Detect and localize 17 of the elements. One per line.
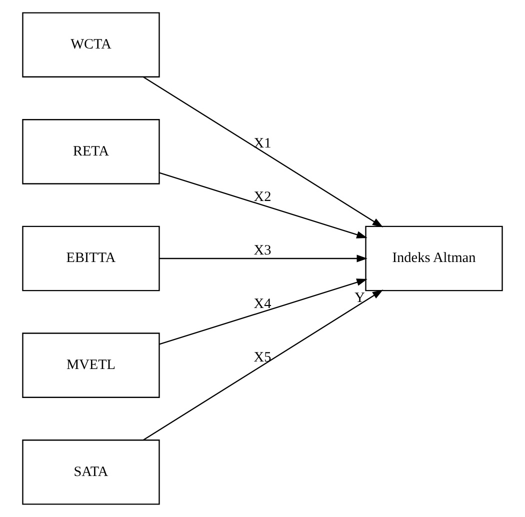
node-box: EBITTA xyxy=(22,226,160,292)
node-box: RETA xyxy=(22,119,160,184)
arrow xyxy=(159,254,368,262)
arrow xyxy=(143,76,384,228)
edge-label: X2 xyxy=(254,189,272,206)
arrow xyxy=(159,172,368,238)
edge-label: X3 xyxy=(254,242,272,258)
arrow xyxy=(159,278,368,345)
arrow xyxy=(143,290,384,440)
node-box: SATA xyxy=(22,440,160,505)
edge-label: X1 xyxy=(254,136,272,152)
edge-label: X5 xyxy=(254,349,272,366)
node-box: WCTA xyxy=(22,12,160,78)
node-label: Y xyxy=(354,290,365,306)
edge-label: X4 xyxy=(254,296,272,312)
node-box: Indeks Altman xyxy=(365,226,503,292)
node-box: MVETL xyxy=(22,332,160,398)
